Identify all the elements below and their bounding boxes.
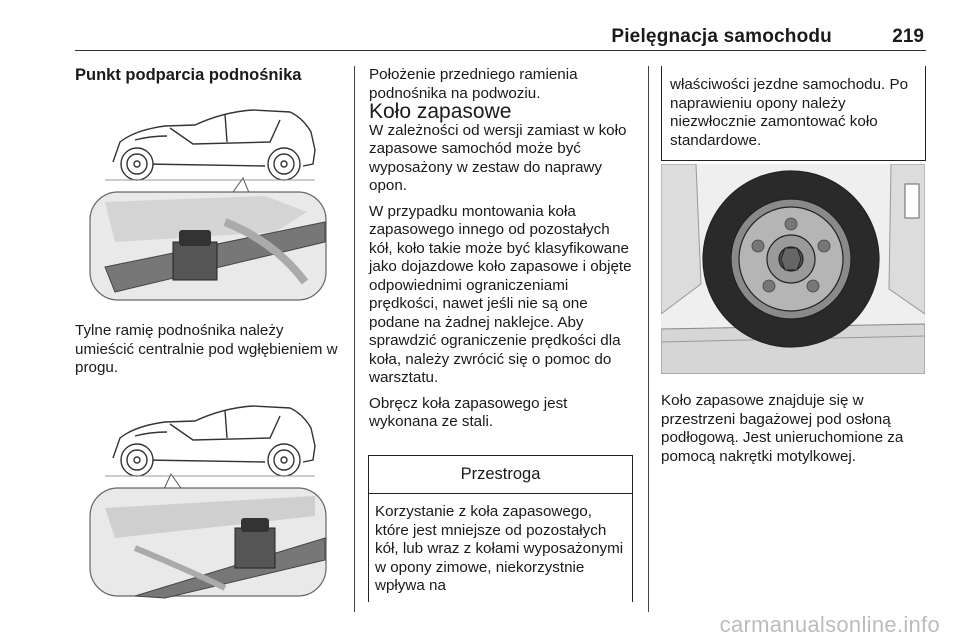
car-wheel-rear — [267, 443, 301, 477]
jack-rear-arm-illustration — [75, 388, 341, 602]
paragraph-front-arm-position: Położenie przedniego ramienia podnośnika… — [369, 66, 578, 102]
column-divider-2 — [648, 66, 649, 612]
caution-box: Przestroga Korzystanie z koła zapasowego… — [368, 455, 633, 602]
car-wheel-front — [120, 443, 154, 477]
paragraph-spare-wheel-1: W zależności od wersji zamiast w koło za… — [369, 121, 627, 195]
paragraph-rear-jack-arm: Tylne ramię podnośnika należy umieścić c… — [75, 322, 338, 376]
caution-body: Korzystanie z koła zapasowego, które jes… — [375, 503, 624, 594]
column-divider-1 — [354, 66, 355, 612]
paragraph-spare-wheel-2: W przypadku montowania koła zapasowego i… — [369, 202, 632, 387]
left-column: Punkt podparcia podnośnika — [75, 66, 343, 85]
jack-front-arm-illustration — [75, 92, 341, 306]
spare-wheel-illustration — [661, 164, 925, 374]
header-rule — [75, 50, 926, 51]
paragraph-spare-wheel-3: Obręcz koła zapasowego jest wykonana ze … — [369, 394, 568, 431]
caution-box-continued: właściwości jezdne samochodu. Po naprawi… — [661, 66, 926, 161]
page-number: 219 — [892, 26, 924, 47]
paragraph-spare-wheel-location: Koło zapasowe znajduje się w przestrzeni… — [661, 392, 904, 465]
section-heading-spare-wheel: Koło zapasowe — [369, 100, 512, 123]
left-column-body: Tylne ramię podnośnika należy umieścić c… — [75, 322, 343, 378]
right-column-body: Koło zapasowe znajduje się w przestrzeni… — [661, 392, 925, 466]
watermark: carmanualsonline.info — [719, 612, 940, 637]
section-heading-jack-point: Punkt podparcia podnośnika — [75, 66, 302, 84]
running-header-title: Pielęgnacja samochodu — [611, 26, 832, 47]
car-wheel-front — [120, 147, 154, 181]
car-wheel-rear — [267, 147, 301, 181]
middle-column: Położenie przedniego ramienia podnośnika… — [369, 66, 633, 432]
caution-continued-text: właściwości jezdne samochodu. Po naprawi… — [670, 76, 909, 149]
caution-title: Przestroga — [369, 456, 632, 494]
wing-nut — [780, 247, 802, 271]
